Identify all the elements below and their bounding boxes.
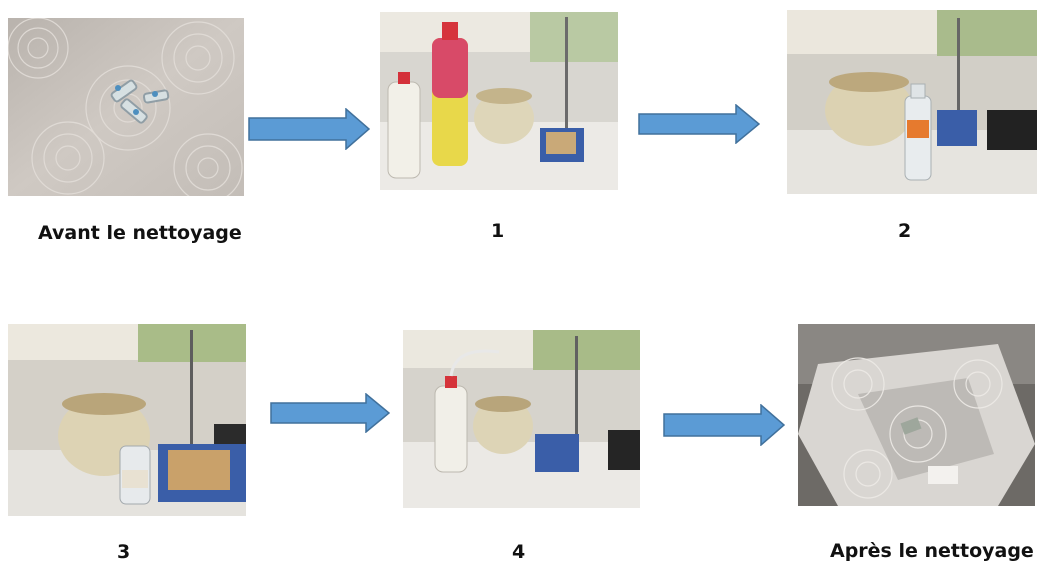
caption-after-cleaning: Après le nettoyage [830, 540, 1034, 562]
caption-step-3: 3 [117, 541, 131, 563]
photo-after-cleaning [798, 324, 1035, 506]
arrow-step-4-to-after [663, 404, 785, 446]
arrow-step-3-to-step-4 [270, 393, 390, 433]
caption-step-1: 1 [491, 220, 505, 242]
photo-step-1 [380, 12, 618, 190]
photo-step-4 [403, 330, 640, 508]
caption-before-cleaning: Avant le nettoyage [38, 222, 242, 244]
arrow-step-1-to-step-2 [638, 104, 760, 144]
photo-step-3 [8, 324, 246, 516]
photo-before-cleaning [8, 18, 244, 196]
caption-step-4: 4 [512, 541, 526, 563]
caption-step-2: 2 [898, 220, 912, 242]
photo-step-2 [787, 10, 1037, 194]
arrow-before-to-step-1 [248, 108, 370, 150]
